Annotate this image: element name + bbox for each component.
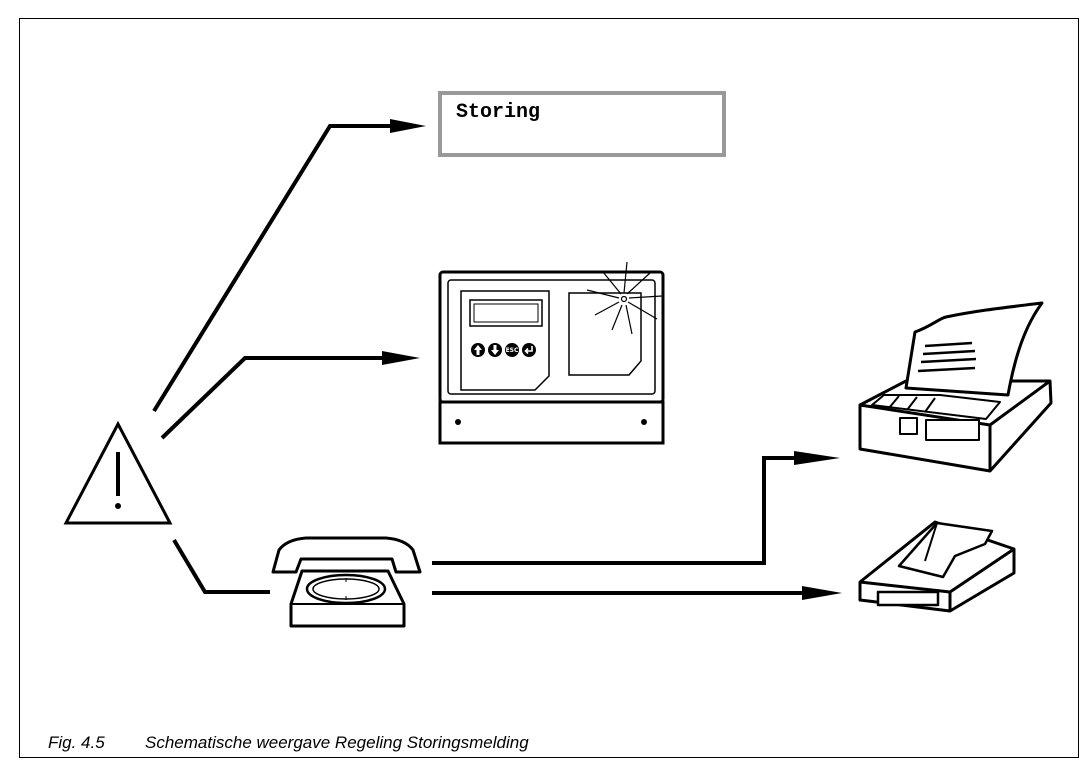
- pager-icon: [858, 520, 1016, 613]
- figure-number: Fig. 4.5: [48, 733, 105, 752]
- line-to-telephone: [172, 538, 270, 594]
- arrow-to-printer: [432, 451, 840, 565]
- printer-icon: [858, 301, 1053, 473]
- display-text: Storing: [456, 101, 541, 124]
- arrow-to-controller: [160, 351, 420, 440]
- figure-frame: [19, 18, 1079, 758]
- controller-device-icon: ESC: [438, 261, 665, 445]
- esc-button-label: ESC: [506, 347, 519, 354]
- telephone-icon: [271, 536, 422, 628]
- arrow-to-display: [152, 119, 426, 413]
- warning-triangle-icon: [63, 420, 173, 525]
- status-display: Storing: [438, 91, 726, 157]
- figure-caption: Fig. 4.5 Schematische weergave Regeling S…: [48, 733, 529, 753]
- figure-caption-text: Schematische weergave Regeling Storingsm…: [145, 733, 529, 752]
- alarm-light-icon: [586, 261, 663, 335]
- arrow-to-pager: [432, 586, 842, 600]
